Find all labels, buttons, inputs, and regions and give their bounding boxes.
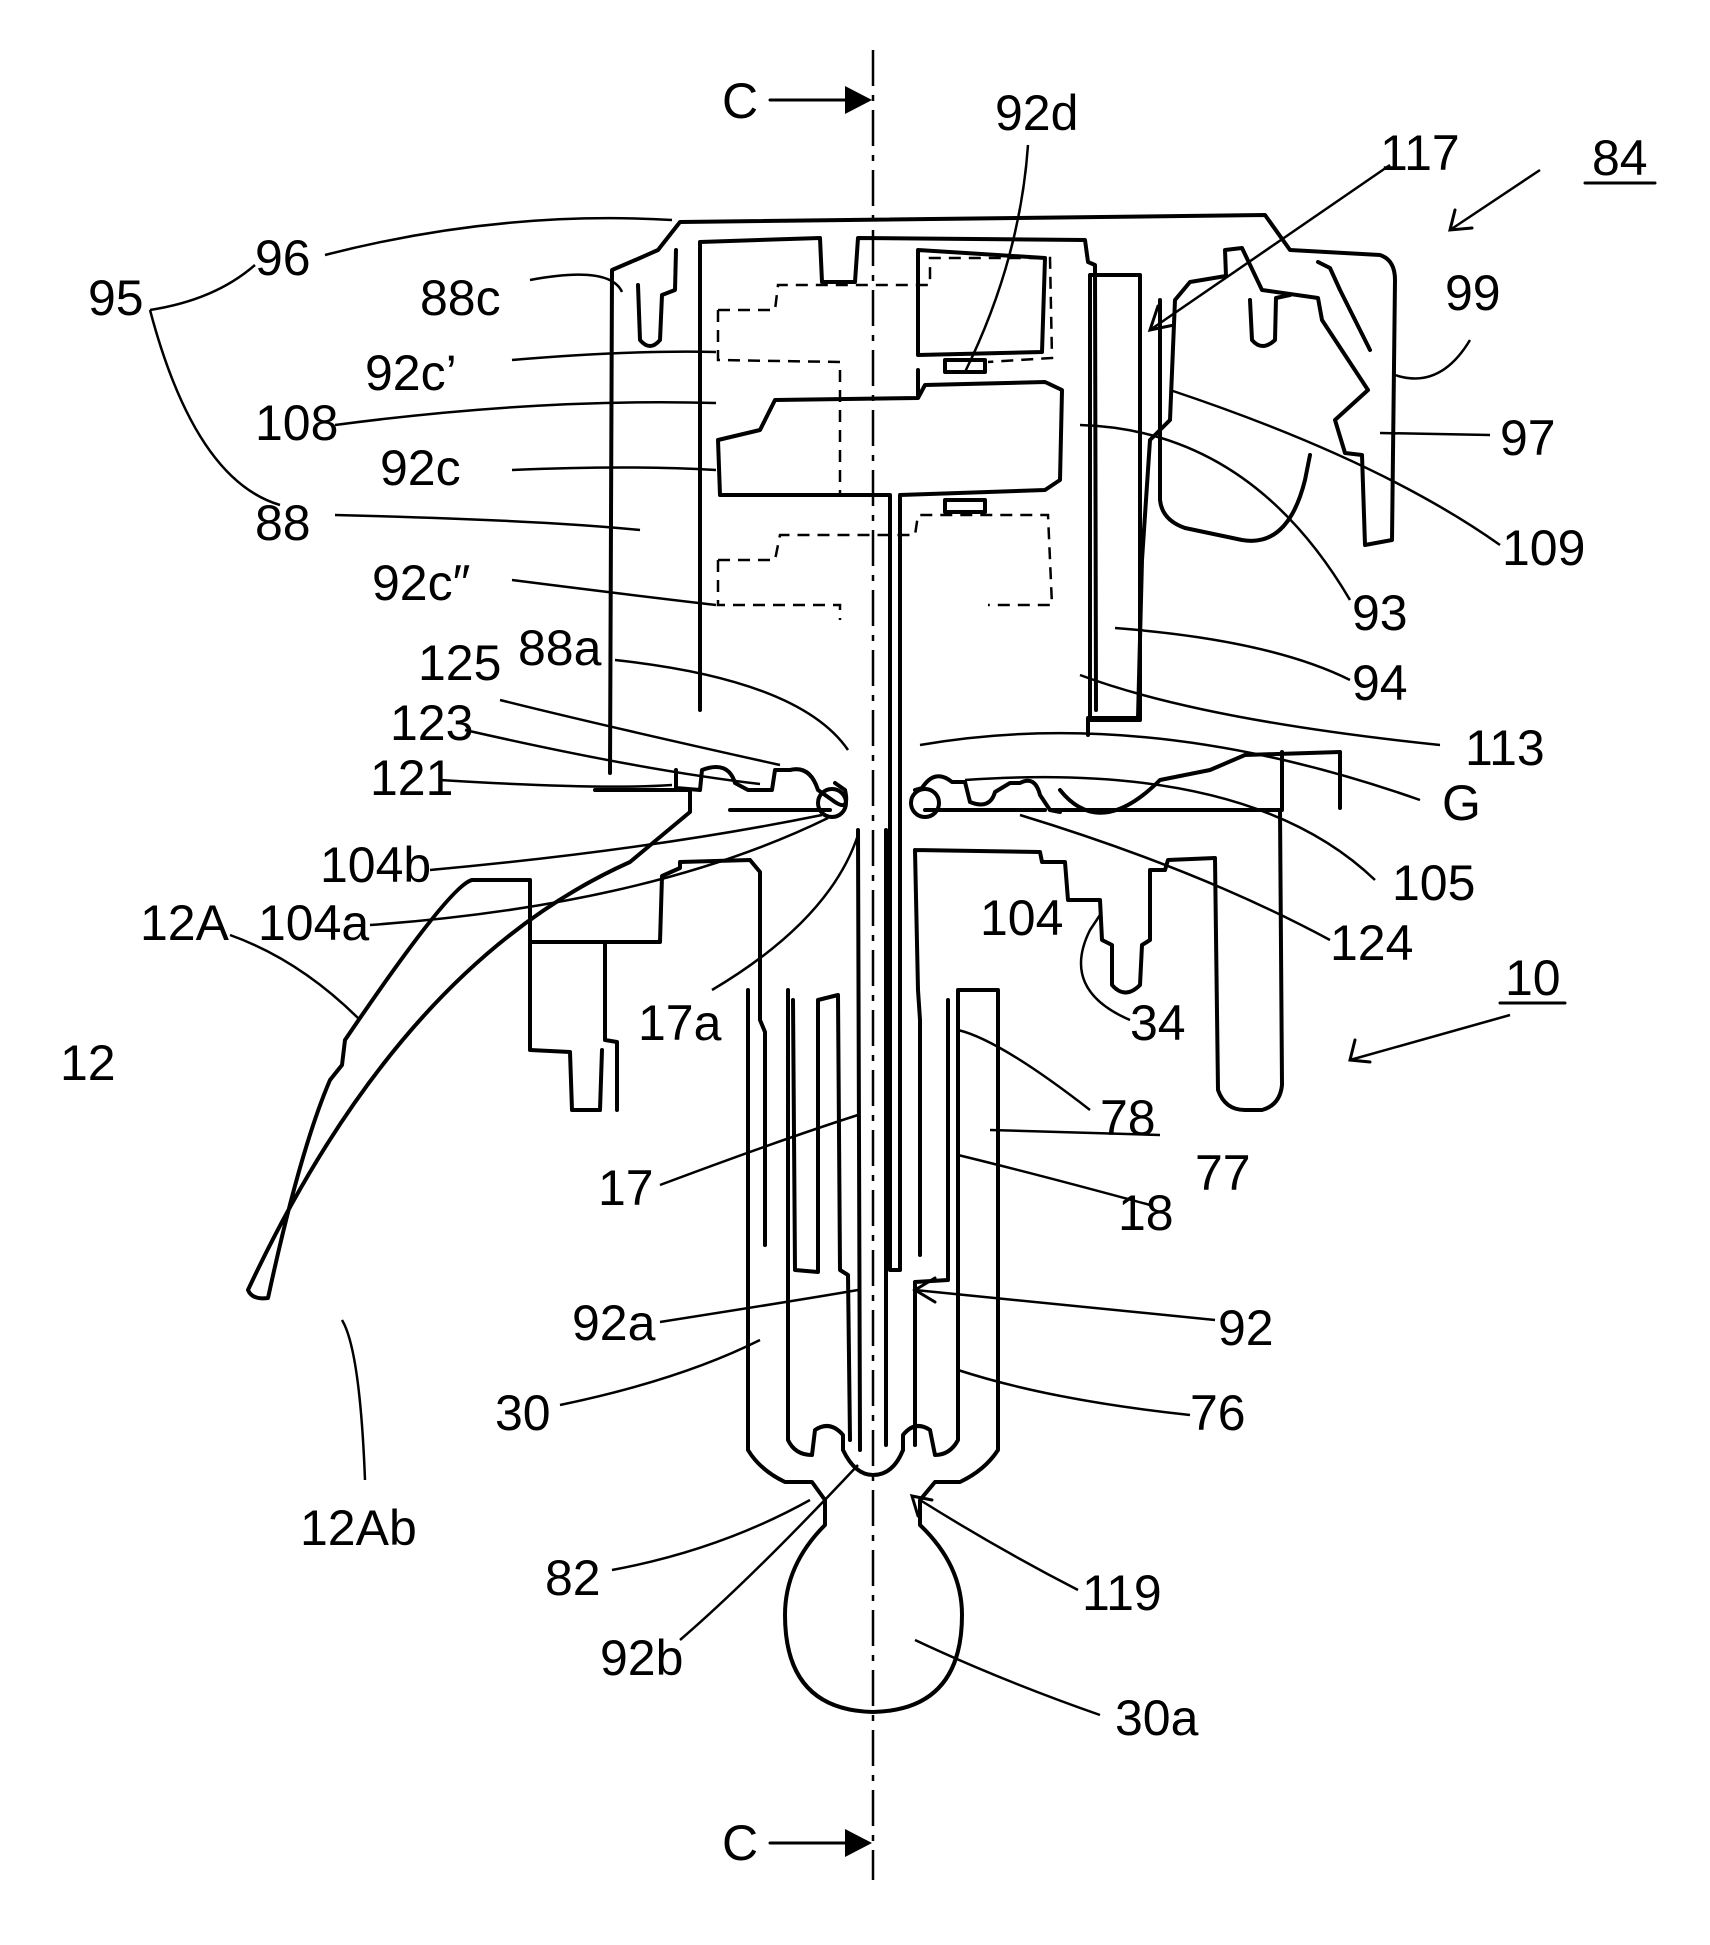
label-12: 12: [60, 1035, 116, 1091]
label-12Ab: 12Ab: [300, 1500, 417, 1556]
section-marker-top: C: [722, 73, 872, 129]
label-92: 92: [1218, 1300, 1274, 1356]
stem-upper-92d: [918, 250, 1045, 355]
label-119: 119: [1082, 1565, 1162, 1621]
label-93: 93: [1352, 585, 1408, 641]
body-left-lower-wall: [605, 942, 617, 1110]
label-104: 104: [980, 890, 1063, 946]
label-30: 30: [495, 1385, 551, 1441]
label-94: 94: [1352, 655, 1408, 711]
label-17a: 17a: [638, 995, 722, 1051]
cap-left-hook: [638, 250, 676, 346]
label-104b: 104b: [320, 837, 431, 893]
chamber-wall-109: [1160, 300, 1310, 541]
section-letter-top: C: [722, 73, 758, 129]
label-105: 105: [1392, 855, 1475, 911]
label-92d: 92d: [995, 85, 1078, 141]
label-84: 84: [1592, 130, 1648, 186]
label-92b: 92b: [600, 1630, 683, 1686]
valve-ball-right-104: [911, 789, 939, 817]
label-17: 17: [598, 1160, 654, 1216]
label-92c: 92c: [380, 440, 461, 496]
section-marker-bottom: C: [722, 1815, 872, 1871]
label-124: 124: [1330, 915, 1413, 971]
label-121: 121: [370, 750, 453, 806]
label-123: 123: [390, 695, 473, 751]
label-95: 95: [88, 270, 144, 326]
label-30a: 30a: [1115, 1690, 1199, 1746]
label-99: 99: [1445, 265, 1501, 321]
label-92c-prime: 92c’: [365, 345, 457, 401]
label-18: 18: [1118, 1185, 1174, 1241]
stem-head-92c-prime-dashed: [718, 258, 1052, 495]
label-78: 78: [1100, 1090, 1156, 1146]
label-77: 77: [1195, 1145, 1251, 1201]
body-left-outer-tube: [530, 942, 602, 1110]
label-108: 108: [255, 395, 338, 451]
label-92a: 92a: [572, 1295, 656, 1351]
label-117: 117: [1380, 125, 1460, 181]
label-12A: 12A: [140, 895, 230, 951]
stem-head-92c-double-prime-dashed: [718, 515, 1052, 620]
label-113: 113: [1465, 720, 1545, 776]
label-109: 109: [1502, 520, 1585, 576]
label-88c: 88c: [420, 270, 501, 326]
label-34: 34: [1130, 995, 1186, 1051]
label-10: 10: [1505, 950, 1561, 1006]
label-88: 88: [255, 495, 311, 551]
label-97: 97: [1500, 410, 1556, 466]
label-125: 125: [418, 635, 501, 691]
label-104a: 104a: [258, 895, 369, 951]
tube-inner-18: [793, 995, 850, 1440]
label-88a: 88a: [518, 620, 602, 676]
label-G: G: [1442, 775, 1481, 831]
cap-right-skirt-99: [1318, 262, 1370, 350]
label-96: 96: [255, 230, 311, 286]
cap-right-hook: [1250, 295, 1290, 346]
label-82: 82: [545, 1550, 601, 1606]
nozzle-upper-right: [1060, 752, 1340, 813]
valve-ball-left-104a: [818, 789, 846, 817]
label-92c-double-prime: 92c″: [372, 555, 470, 611]
valve-seat-left: [676, 767, 846, 805]
label-76: 76: [1190, 1385, 1246, 1441]
section-letter-bottom: C: [722, 1815, 758, 1871]
